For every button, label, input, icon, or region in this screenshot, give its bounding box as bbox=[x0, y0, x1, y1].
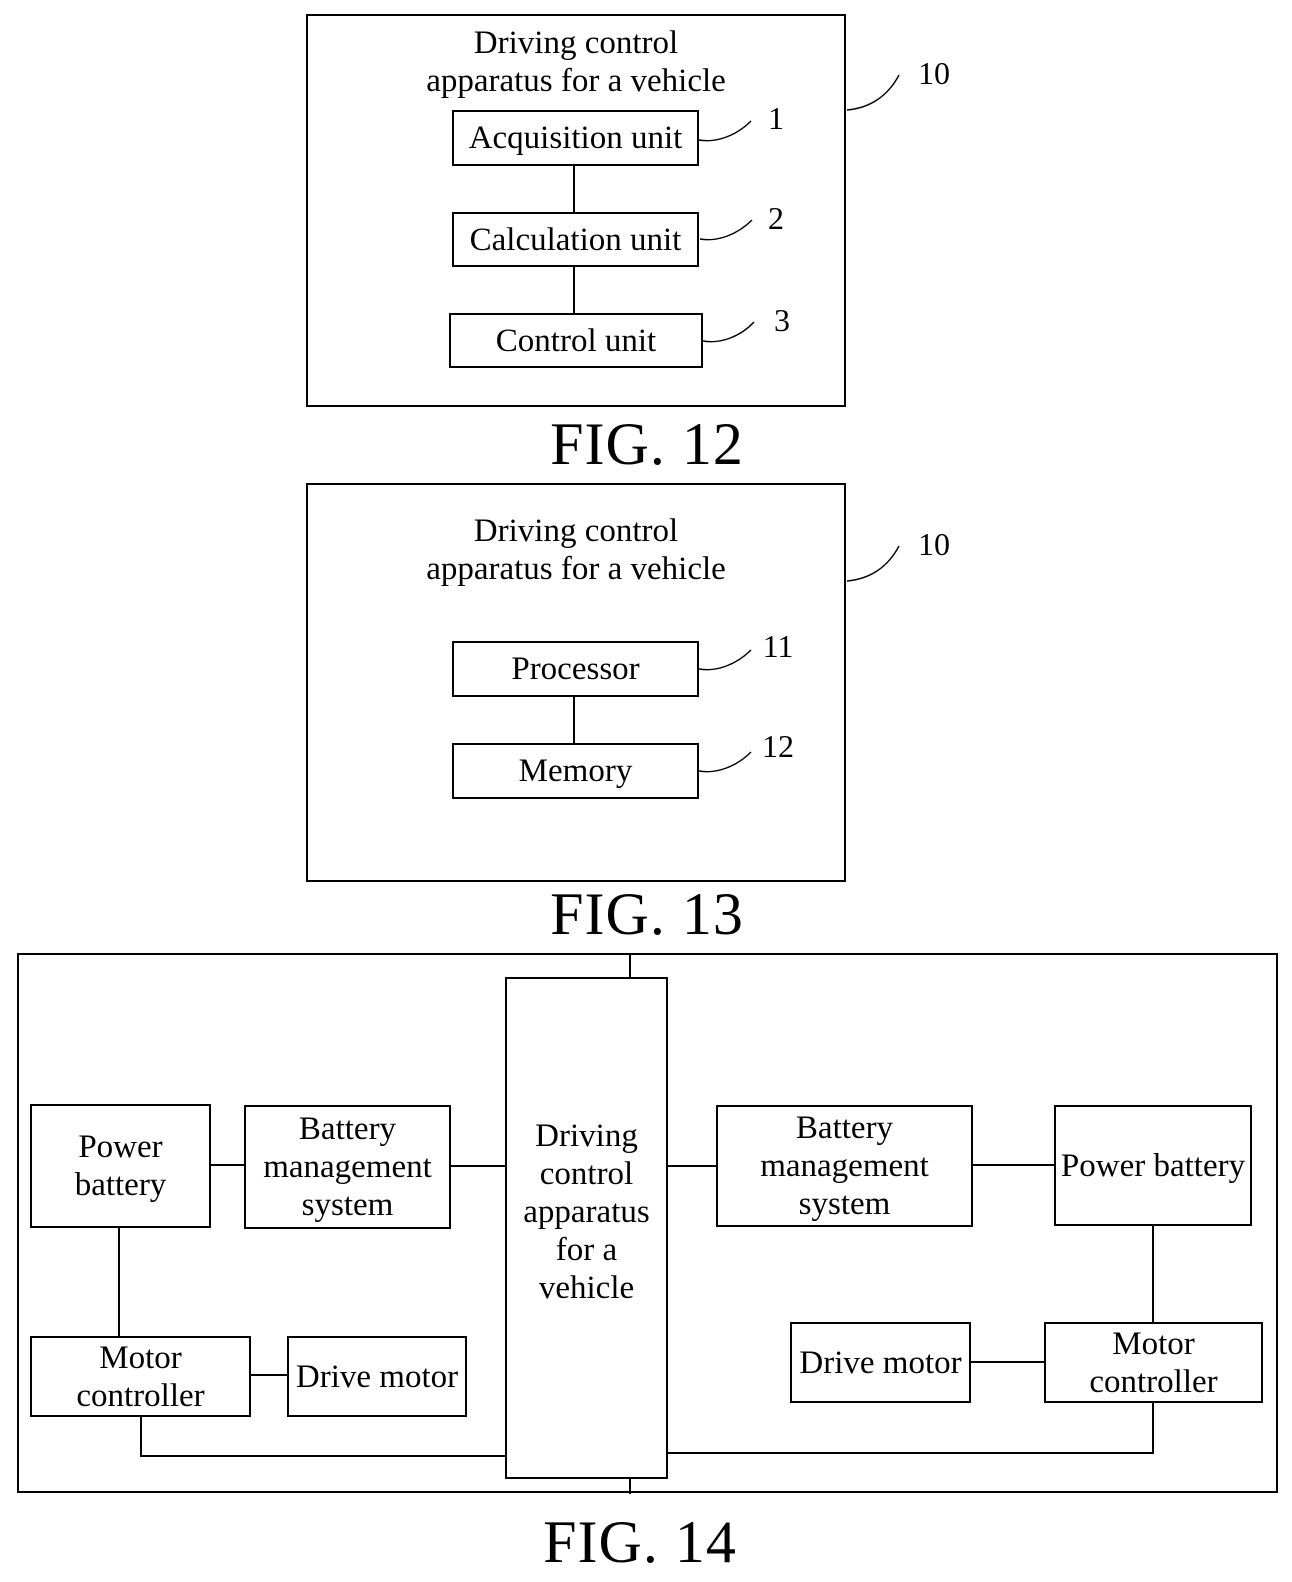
motor-controller-label-left: Motor controller bbox=[76, 1339, 205, 1414]
fig13-title-line2: apparatus for a vehicle bbox=[426, 551, 726, 587]
ref-numeral-3: 3 bbox=[774, 302, 790, 338]
processor-label: Processor bbox=[511, 651, 640, 687]
driving-control-apparatus-box: Driving control apparatus for a vehicle bbox=[505, 977, 668, 1479]
ref-numeral-2: 2 bbox=[768, 200, 784, 236]
fig13-ref-numeral-10: 10 bbox=[918, 526, 950, 562]
fig12-caption: FIG. 12 bbox=[550, 411, 744, 477]
ref-numeral-11: 11 bbox=[762, 628, 794, 664]
connector-bms-powerbattery-right bbox=[973, 1164, 1054, 1166]
memory-box: Memory bbox=[452, 743, 699, 799]
fig12-title-line2: apparatus for a vehicle bbox=[426, 63, 726, 99]
fig13-apparatus-title: Driving control apparatus for a vehicle bbox=[306, 512, 846, 588]
connector-powerbattery-bms-left bbox=[211, 1164, 244, 1166]
connector-drivemotor-motorcontroller-right bbox=[971, 1361, 1044, 1363]
fig13-title-line1: Driving control bbox=[473, 513, 679, 549]
battery-management-system-box-right: Battery management system bbox=[716, 1105, 973, 1227]
motorcontroller-down-stub-right bbox=[1152, 1403, 1154, 1454]
drive-motor-label-right: Drive motor bbox=[799, 1344, 962, 1381]
control-unit-box: Control unit bbox=[449, 313, 703, 368]
fig12-connector-calculation-control bbox=[573, 267, 575, 313]
power-battery-label-right: Power battery bbox=[1060, 1147, 1246, 1184]
power-battery-label-left: Power battery bbox=[74, 1129, 167, 1203]
leader-line-fig12-ref-10 bbox=[846, 74, 900, 111]
connector-apparatus-bms-right bbox=[668, 1165, 716, 1167]
fig12-title-line1: Driving control bbox=[473, 25, 679, 61]
power-battery-box-right: Power battery bbox=[1054, 1105, 1252, 1226]
connector-motorcontroller-drivemotor-left bbox=[251, 1374, 287, 1376]
connector-motorcontroller-apparatus-left bbox=[140, 1455, 505, 1457]
motorcontroller-down-stub-left bbox=[140, 1417, 142, 1457]
ref-numeral-1: 1 bbox=[768, 100, 784, 136]
connector-bms-apparatus-left bbox=[451, 1165, 505, 1167]
battery-management-system-label-right: Battery management system bbox=[760, 1110, 929, 1222]
calculation-unit-label: Calculation unit bbox=[469, 221, 682, 258]
drive-motor-box-left: Drive motor bbox=[287, 1336, 467, 1417]
fig12-ref-numeral-10: 10 bbox=[918, 55, 950, 91]
acquisition-unit-label: Acquisition unit bbox=[468, 120, 683, 156]
processor-box: Processor bbox=[452, 641, 699, 697]
motor-controller-label-right: Motor controller bbox=[1089, 1325, 1218, 1400]
leader-line-fig13-ref-10 bbox=[846, 545, 900, 582]
fig12-apparatus-title: Driving control apparatus for a vehicle bbox=[306, 24, 846, 100]
memory-label: Memory bbox=[518, 753, 633, 789]
motor-controller-box-right: Motor controller bbox=[1044, 1322, 1263, 1403]
fig14-caption: FIG. 14 bbox=[543, 1509, 737, 1575]
ref-numeral-12: 12 bbox=[762, 728, 794, 764]
connector-powerbattery-motorcontroller-right bbox=[1152, 1226, 1154, 1322]
power-battery-box-left: Power battery bbox=[30, 1104, 211, 1228]
fig13-connector-processor-memory bbox=[573, 697, 575, 743]
motor-controller-box-left: Motor controller bbox=[30, 1336, 251, 1417]
control-unit-label: Control unit bbox=[495, 322, 657, 359]
drive-motor-label-left: Drive motor bbox=[295, 1358, 459, 1395]
connector-motorcontroller-apparatus-right bbox=[668, 1452, 1154, 1454]
fig13-caption: FIG. 13 bbox=[550, 881, 744, 947]
acquisition-unit-box: Acquisition unit bbox=[452, 110, 699, 166]
driving-control-apparatus-label: Driving control apparatus for a vehicle bbox=[523, 1118, 650, 1306]
battery-management-system-box-left: Battery management system bbox=[244, 1105, 451, 1229]
drive-motor-box-right: Drive motor bbox=[790, 1322, 971, 1403]
calculation-unit-box: Calculation unit bbox=[452, 212, 699, 267]
fig14-top-stub-connector bbox=[629, 953, 631, 979]
fig12-connector-acquisition-calculation bbox=[573, 166, 575, 212]
connector-powerbattery-motorcontroller-left bbox=[118, 1228, 120, 1336]
fig14-bottom-stub-connector bbox=[629, 1477, 631, 1494]
battery-management-system-label-left: Battery management system bbox=[263, 1111, 432, 1223]
